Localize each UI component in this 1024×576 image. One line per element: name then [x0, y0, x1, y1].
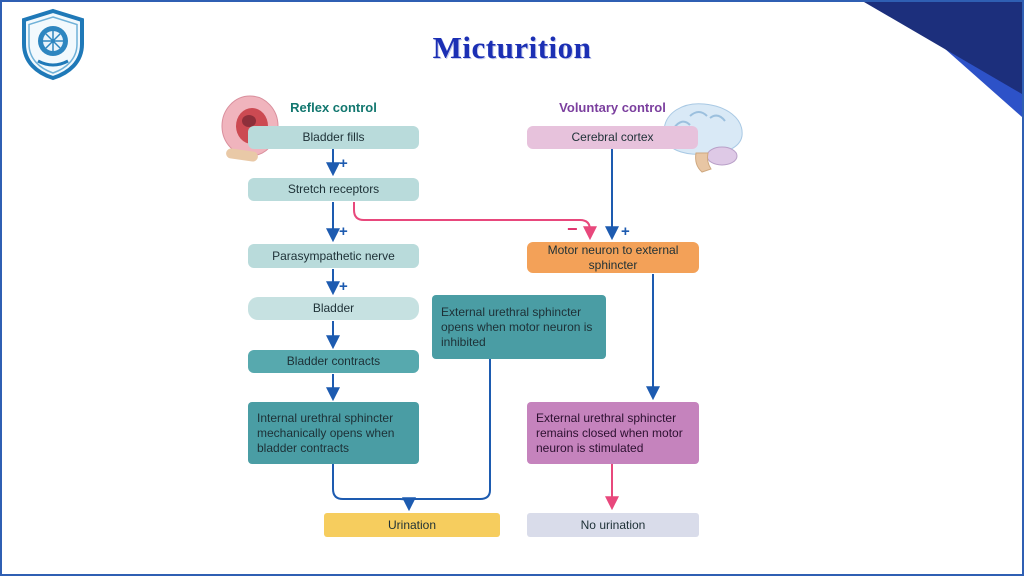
node-bladder: Bladder	[248, 297, 419, 320]
node-stretch-receptors: Stretch receptors	[248, 178, 419, 201]
reflex-control-header: Reflex control	[290, 100, 377, 115]
minus-sign: −	[567, 219, 578, 239]
node-urination: Urination	[324, 513, 500, 537]
slide-title: Micturition	[432, 30, 592, 65]
node-bladder-fills: Bladder fills	[248, 126, 419, 149]
plus-sign: +	[339, 223, 348, 240]
voluntary-control-header: Voluntary control	[559, 100, 666, 115]
node-external-sphincter-opens: External urethral sphincter opens when m…	[432, 295, 606, 359]
node-no-urination: No urination	[527, 513, 699, 537]
node-parasympathetic-nerve: Parasympathetic nerve	[248, 244, 419, 268]
node-motor-neuron: Motor neuron to external sphincter	[527, 242, 699, 273]
plus-sign: +	[339, 155, 348, 172]
plus-sign: +	[339, 278, 348, 295]
node-external-sphincter-closed: External urethral sphincter remains clos…	[527, 402, 699, 464]
plus-sign: +	[621, 223, 630, 240]
node-internal-urethral-sphincter: Internal urethral sphincter mechanically…	[248, 402, 419, 464]
node-bladder-contracts: Bladder contracts	[248, 350, 419, 373]
node-cerebral-cortex: Cerebral cortex	[527, 126, 698, 149]
